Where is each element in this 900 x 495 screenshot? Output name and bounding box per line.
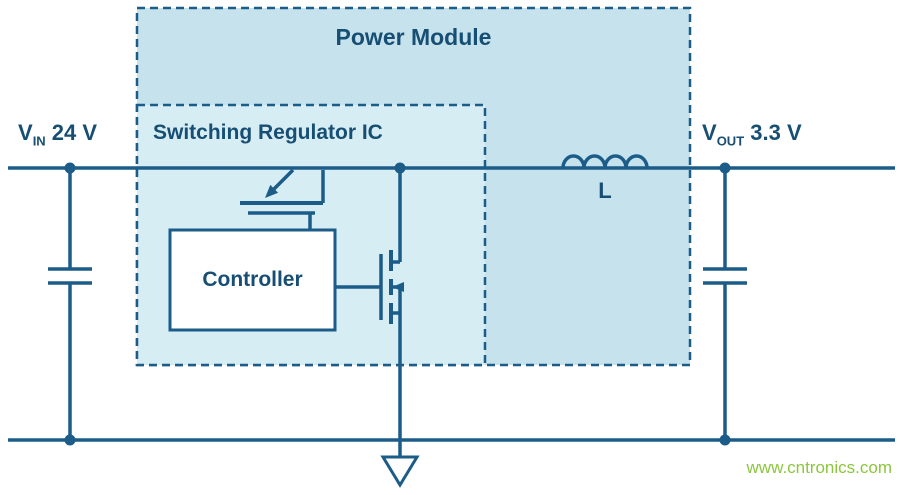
junction-dot-vin-top [64,162,76,174]
controller-label: Controller [202,268,303,291]
hs-fet-source-lead [272,168,295,191]
inductor-label: L [598,178,612,203]
junction-dot-vout-bottom [719,434,731,446]
watermark-text: www.cntronics.com [746,458,892,477]
junction-dot-vout-top [719,162,731,174]
switching-regulator-title: Switching Regulator IC [153,121,383,144]
vout-subscript: OUT [716,133,745,149]
vin-subscript: IN [32,133,46,149]
ls-fet-arrowhead [392,282,404,292]
vout-symbol: V [702,120,717,145]
vout-value: 3.3 V [744,120,802,145]
vout-label: VOUT 3.3 V [702,120,802,149]
vin-symbol: V [18,120,33,145]
power-module-title: Power Module [335,24,492,50]
ground-symbol-icon [380,455,420,488]
hs-fet-arrowhead [265,184,279,198]
junction-dot-vin-bottom [64,434,76,446]
vin-value: 24 V [45,120,98,145]
inductor-symbol [561,154,649,169]
vin-label: VIN 24 V [18,120,98,149]
wires [8,154,895,457]
junction-dots [64,162,731,446]
junction-dot-switch-node [394,162,406,174]
controller-block [168,228,337,332]
